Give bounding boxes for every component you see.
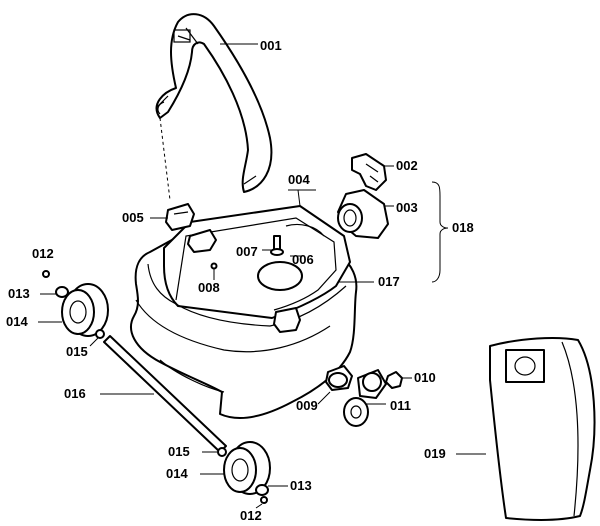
label-017: 017 [378, 274, 400, 289]
label-008: 008 [198, 280, 220, 295]
left-wheel-part [38, 283, 109, 337]
label-014-bottom: 014 [166, 466, 188, 481]
label-015-left: 015 [66, 344, 88, 359]
label-003: 003 [396, 200, 418, 215]
label-004: 004 [288, 172, 310, 187]
bottom-wheel-part [200, 441, 271, 495]
left-hubcap-part [40, 270, 69, 298]
label-016: 016 [64, 386, 86, 401]
filter-bag-part [456, 337, 596, 521]
label-019: 019 [424, 446, 446, 461]
latch-part [150, 203, 195, 231]
label-013-bottom: 013 [290, 478, 312, 493]
label-005: 005 [122, 210, 144, 225]
label-010: 010 [414, 370, 436, 385]
front-latch-part [273, 307, 301, 333]
rear-caster-part [343, 369, 387, 427]
hose-inlet-part [337, 189, 394, 239]
label-002: 002 [396, 158, 418, 173]
label-015-bottom: 015 [168, 444, 190, 459]
label-018: 018 [452, 220, 474, 235]
label-001: 001 [260, 38, 282, 53]
handle-part [155, 13, 273, 201]
nut-part [385, 371, 412, 389]
left-washer-part [89, 329, 105, 347]
inner-latch-part [187, 229, 217, 253]
label-012-left: 012 [32, 246, 54, 261]
label-011: 011 [390, 398, 411, 413]
bottom-hubcap-part [255, 484, 288, 509]
axle-part [100, 335, 227, 453]
label-012-bottom: 012 [240, 508, 262, 523]
clip-part [351, 153, 394, 191]
front-caster-part [317, 365, 353, 405]
small-screw-part [210, 262, 218, 270]
label-009: 009 [296, 398, 318, 413]
label-007: 007 [236, 244, 258, 259]
label-006: 006 [292, 252, 314, 267]
group-bracket [431, 181, 449, 283]
screw-part [262, 235, 284, 256]
label-014-left: 014 [6, 314, 28, 329]
label-013-left: 013 [8, 286, 30, 301]
bottom-washer-part [202, 447, 227, 457]
